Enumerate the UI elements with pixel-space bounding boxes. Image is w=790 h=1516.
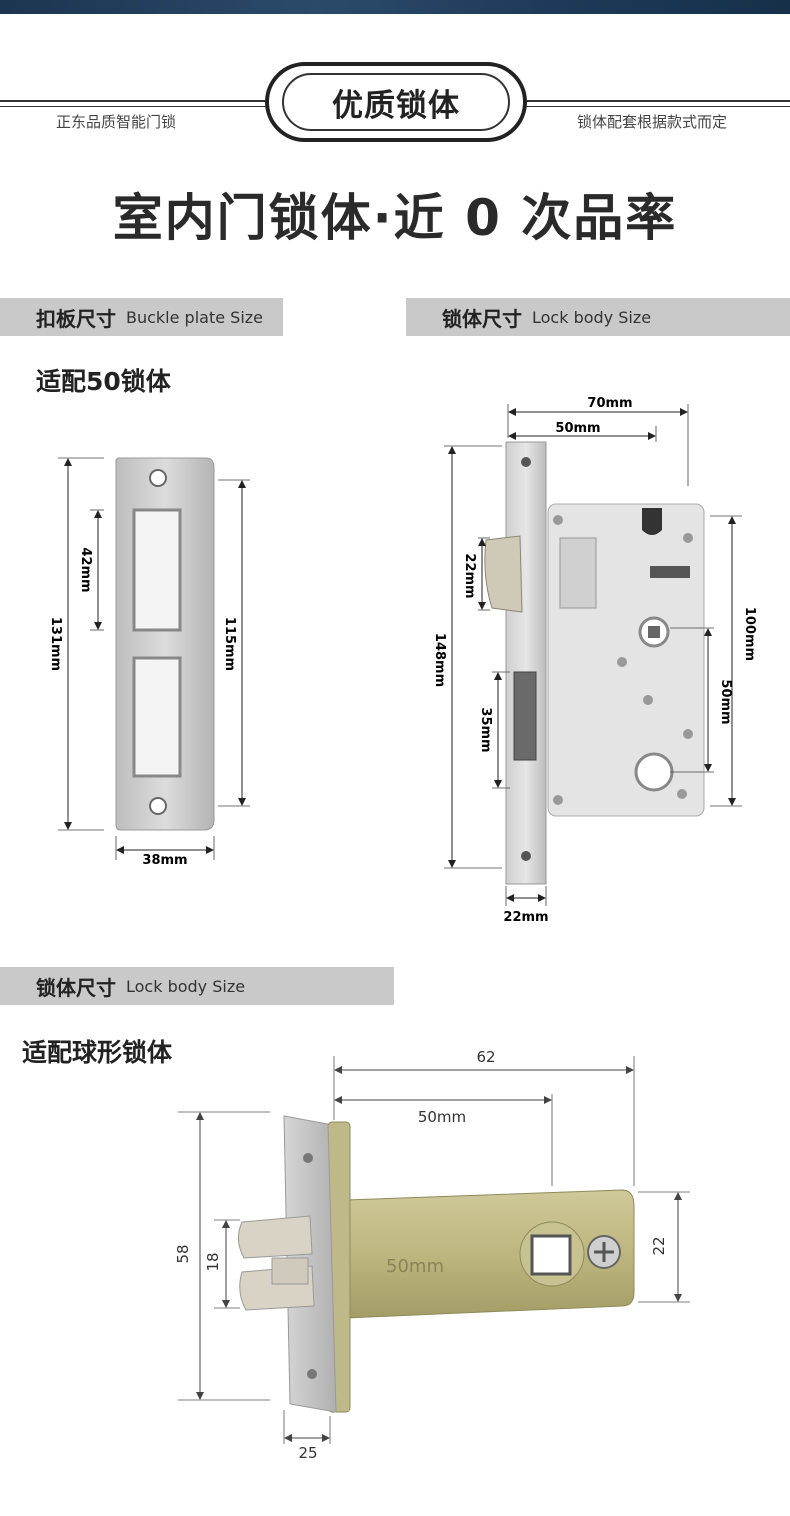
- case-screw: [553, 795, 563, 805]
- hook-slot: [642, 508, 662, 535]
- latch-tongue: [271, 1257, 309, 1285]
- case-screw: [553, 515, 563, 525]
- header-line-right: [524, 100, 790, 102]
- dim-label-42: 42mm: [78, 547, 93, 592]
- screw-hole: [303, 1153, 313, 1163]
- section-bar-buckle-plate: 扣板尺寸 Buckle plate Size: [0, 298, 283, 336]
- slot: [650, 566, 690, 578]
- latch-window: [132, 508, 182, 632]
- dim-label-148: 148mm: [432, 633, 447, 687]
- header-right-caption: 锁体配套根据款式而定: [577, 113, 728, 131]
- dim-label-131: 131mm: [48, 617, 63, 671]
- screw-hole: [149, 797, 167, 815]
- screw-hole: [521, 457, 531, 467]
- cylinder-hole: [634, 752, 674, 792]
- section-bar-cn: 扣板尺寸: [36, 306, 116, 331]
- dim-label-22: 22: [650, 1236, 668, 1255]
- latch-bolt: [238, 1215, 313, 1259]
- deadbolt: [513, 671, 537, 761]
- section-bar-cn: 锁体尺寸: [442, 306, 522, 331]
- case-screw: [617, 657, 627, 667]
- bolt-window: [132, 656, 182, 778]
- dim-label-50: 50mm: [418, 1108, 466, 1126]
- section-bar-cn: 锁体尺寸: [36, 975, 116, 1000]
- header-line-right-thin: [524, 106, 790, 107]
- dim-label-70: 70mm: [587, 396, 632, 411]
- dim-label-18: 18: [204, 1252, 222, 1271]
- top-banner: [0, 0, 790, 14]
- section-bar-lock-body-2: 锁体尺寸 Lock body Size: [0, 967, 394, 1005]
- latch-body: [345, 1189, 635, 1319]
- header-line-left: [0, 100, 268, 102]
- latch-bolt: [484, 535, 523, 613]
- case-screw: [683, 533, 693, 543]
- spindle-square: [648, 626, 660, 638]
- mortise-lock-diagram: 70mm 50mm 148mm 22mm 35mm 100mm 50mm 22m…: [432, 396, 757, 925]
- buckle-plate-diagram: 131mm 42mm 115mm 38mm: [48, 457, 250, 868]
- dim-label-115: 115mm: [222, 617, 237, 671]
- dim-label-22-latch: 22mm: [462, 553, 477, 598]
- case-screw: [677, 789, 687, 799]
- dim-label-50-top: 50mm: [555, 421, 600, 436]
- section1-subtitle: 适配50锁体: [36, 367, 171, 396]
- dim-label-35: 35mm: [478, 707, 493, 752]
- lock-faceplate: [505, 441, 547, 885]
- header-badge: 优质锁体: [282, 73, 510, 131]
- section-bar-en: Lock body Size: [532, 307, 652, 327]
- case-screw: [683, 729, 693, 739]
- header-line-left-thin: [0, 106, 268, 107]
- dim-label-22-bottom: 22mm: [503, 910, 548, 925]
- page-title: 室内门锁体·近 0 次品率: [112, 189, 678, 247]
- case-screw: [643, 695, 653, 705]
- screw-hole: [307, 1369, 317, 1379]
- screw-hole: [521, 851, 531, 861]
- section2-subtitle: 适配球形锁体: [22, 1038, 173, 1067]
- screw-hole: [149, 469, 167, 487]
- dim-label-25: 25: [298, 1444, 317, 1462]
- section-bar-en: Lock body Size: [126, 976, 246, 996]
- dim-label-50-right: 50mm: [718, 679, 733, 724]
- section-bar-en: Buckle plate Size: [126, 307, 264, 327]
- dim-label-58: 58: [174, 1244, 192, 1263]
- latch-mechanism: [559, 537, 597, 609]
- body-engraving: 50mm: [386, 1256, 444, 1277]
- spindle-square: [530, 1234, 572, 1276]
- dim-label-100: 100mm: [742, 607, 757, 661]
- tubular-latch-diagram: 50mm 62 50mm 58 18 22 25: [174, 1048, 690, 1462]
- section-bar-lock-body: 锁体尺寸 Lock body Size: [406, 298, 790, 336]
- header-left-caption: 正东品质智能门锁: [56, 113, 177, 131]
- dim-label-38: 38mm: [142, 853, 187, 868]
- dim-label-62: 62: [476, 1048, 495, 1066]
